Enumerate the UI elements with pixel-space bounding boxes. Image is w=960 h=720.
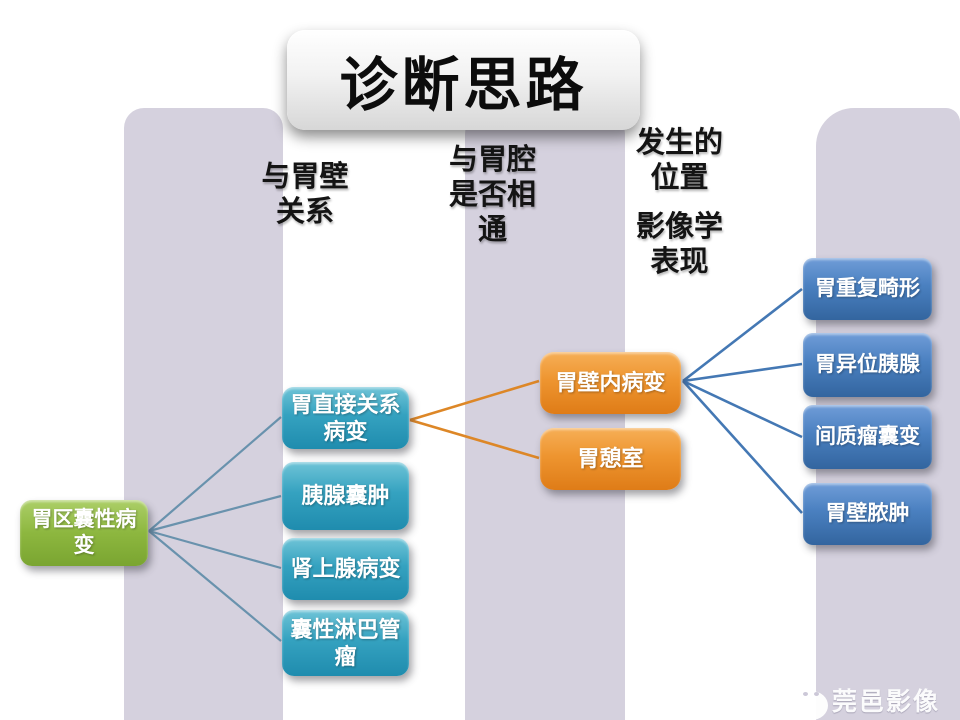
node-intramural-lesion: 胃壁内病变: [540, 352, 681, 414]
node-gastric-cystic-lesion: 胃区囊性病变: [20, 500, 148, 566]
node-pancreatic-cyst: 胰腺囊肿: [282, 462, 409, 530]
connector-root-l1-1: [148, 494, 282, 533]
background-column-2: [465, 114, 625, 720]
connector-l2-l3-1: [682, 362, 803, 383]
title-banner: 诊断思路: [287, 30, 640, 130]
watermark-label: 莞邑影像: [832, 688, 941, 716]
connector-root-l1-0: [148, 416, 282, 532]
watermark: 莞邑影像: [772, 680, 952, 720]
header-stomach-wall-relation: 与胃壁 关系: [261, 161, 349, 228]
background-column-1: [124, 108, 283, 720]
connector-l2-l3-3: [682, 380, 803, 514]
node-gastric-duplication: 胃重复畸形: [803, 258, 932, 320]
chat-bubbles-icon: [772, 680, 832, 720]
connector-l1-l2-1: [409, 418, 540, 460]
node-cystic-lymphangioma: 囊性淋巴管瘤: [282, 610, 409, 676]
header-cavity-communication: 与胃腔 是否相 通: [448, 144, 536, 246]
node-gastric-diverticulum: 胃憩室: [540, 428, 681, 490]
connector-root-l1-3: [148, 530, 282, 642]
page-title: 诊断思路: [339, 53, 588, 118]
node-ectopic-pancreas: 胃异位胰腺: [803, 333, 932, 397]
node-gastric-wall-abscess: 胃壁脓肿: [803, 483, 932, 545]
connector-l2-l3-0: [682, 287, 803, 383]
header-location: 发生的 位置: [635, 127, 723, 194]
connector-l2-l3-2: [682, 379, 803, 439]
node-gist-cystic-change: 间质瘤囊变: [803, 405, 932, 469]
header-imaging-findings: 影像学 表现: [635, 211, 723, 278]
node-adrenal-lesion: 肾上腺病变: [282, 538, 409, 600]
node-direct-gastric-relation: 胃直接关系病变: [282, 387, 409, 449]
connector-root-l1-2: [148, 529, 282, 570]
connector-l1-l2-0: [409, 379, 540, 422]
